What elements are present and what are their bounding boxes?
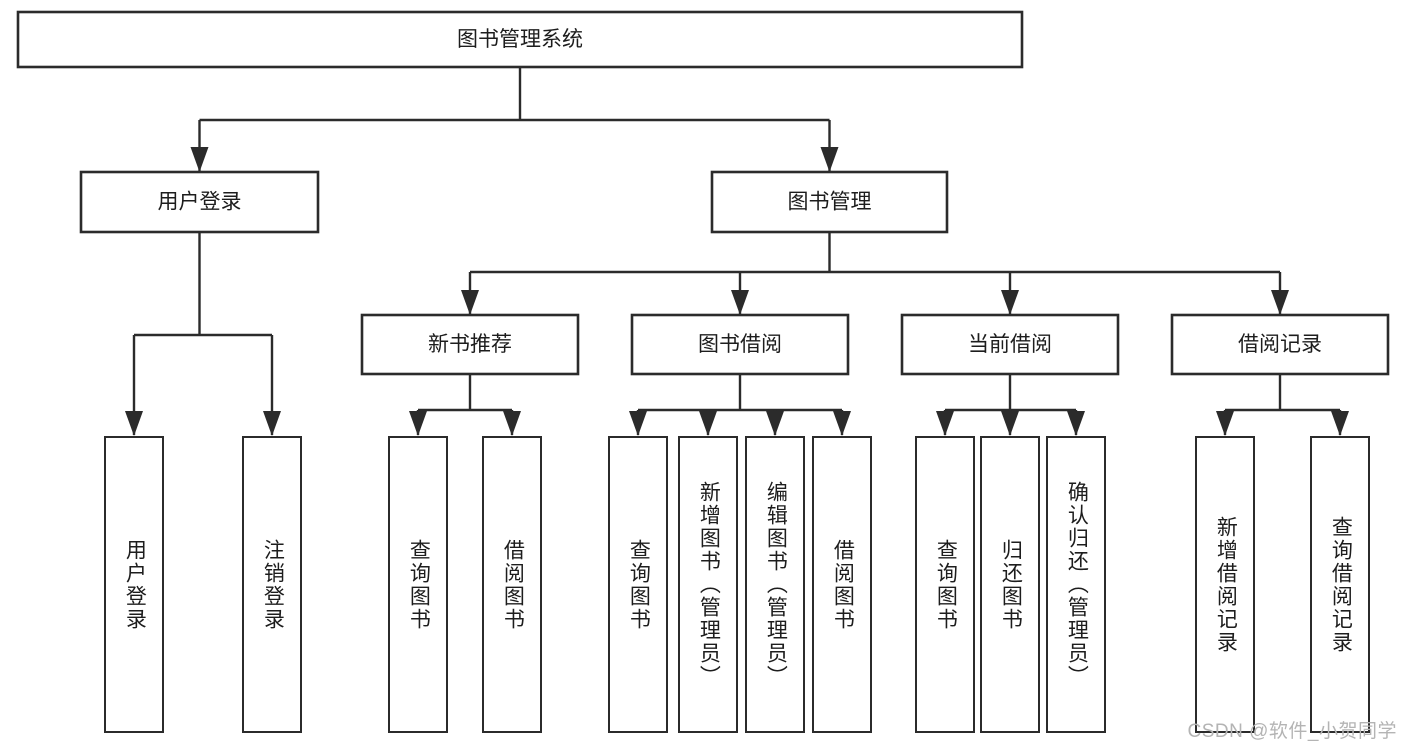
arrow-head-icon	[503, 411, 521, 436]
arrow-head-icon	[1271, 290, 1289, 315]
node-leaf-10[interactable]: 确认归还（管理员）	[1046, 436, 1106, 733]
arrow-head-icon	[699, 411, 717, 436]
node-level2-2[interactable]	[900, 313, 1120, 376]
node-level1-1[interactable]	[710, 170, 949, 234]
connectors-layer	[125, 67, 1349, 436]
node-level2-1-label: 图书借阅	[698, 333, 782, 356]
node-leaf-2-label: 查询图书	[407, 538, 431, 631]
node-leaf-5-label: 新增图书（管理员）	[697, 481, 721, 688]
node-leaf-12-label: 查询借阅记录	[1329, 515, 1353, 654]
node-root-label: 图书管理系统	[457, 28, 583, 51]
arrow-head-icon	[125, 411, 143, 436]
node-leaf-3[interactable]: 借阅图书	[482, 436, 542, 733]
node-level2-0-label: 新书推荐	[428, 333, 512, 356]
arrow-head-icon	[263, 411, 281, 436]
arrow-head-icon	[190, 147, 209, 172]
node-level2-3-label: 借阅记录	[1238, 333, 1322, 356]
arrow-head-icon	[936, 411, 954, 436]
node-leaf-9-label: 归还图书	[999, 538, 1023, 631]
arrow-head-icon	[833, 411, 851, 436]
arrow-head-icon	[1067, 411, 1085, 436]
node-leaf-7-label: 借阅图书	[831, 538, 855, 631]
node-level2-0[interactable]	[360, 313, 580, 376]
node-level1-0-label: 用户登录	[158, 191, 242, 214]
node-leaf-6[interactable]: 编辑图书（管理员）	[745, 436, 805, 733]
node-leaf-2[interactable]: 查询图书	[388, 436, 448, 733]
arrow-head-icon	[1001, 290, 1019, 315]
arrow-head-icon	[766, 411, 784, 436]
arrow-head-icon	[820, 147, 839, 172]
arrow-head-icon	[629, 411, 647, 436]
node-leaf-3-label: 借阅图书	[501, 538, 525, 631]
node-leaf-8-label: 查询图书	[934, 538, 958, 631]
node-level2-2-label: 当前借阅	[968, 333, 1052, 356]
arrow-head-icon	[731, 290, 749, 315]
node-leaf-9[interactable]: 归还图书	[980, 436, 1040, 733]
node-level1-0[interactable]	[79, 170, 320, 234]
arrow-head-icon	[409, 411, 427, 436]
node-leaf-4[interactable]: 查询图书	[608, 436, 668, 733]
node-leaf-0[interactable]: 用户登录	[104, 436, 164, 733]
arrow-head-icon	[461, 290, 479, 315]
node-leaf-7[interactable]: 借阅图书	[812, 436, 872, 733]
node-level2-1[interactable]	[630, 313, 850, 376]
node-leaf-11[interactable]: 新增借阅记录	[1195, 436, 1255, 733]
node-leaf-0-label: 用户登录	[123, 538, 147, 631]
boxes-layer	[16, 10, 1390, 376]
node-root[interactable]	[16, 10, 1024, 69]
node-leaf-11-label: 新增借阅记录	[1214, 515, 1238, 654]
node-leaf-1-label: 注销登录	[261, 538, 285, 631]
node-level2-3[interactable]	[1170, 313, 1390, 376]
node-leaf-10-label: 确认归还（管理员）	[1065, 481, 1089, 688]
node-leaf-8[interactable]: 查询图书	[915, 436, 975, 733]
csdn-watermark: CSDN @软件_小贺同学	[1187, 721, 1397, 742]
arrow-head-icon	[1216, 411, 1234, 436]
node-leaf-12[interactable]: 查询借阅记录	[1310, 436, 1370, 733]
arrow-head-icon	[1001, 411, 1019, 436]
node-leaf-1[interactable]: 注销登录	[242, 436, 302, 733]
node-level1-1-label: 图书管理	[788, 191, 872, 214]
node-leaf-4-label: 查询图书	[627, 538, 651, 631]
node-leaf-5[interactable]: 新增图书（管理员）	[678, 436, 738, 733]
node-leaf-6-label: 编辑图书（管理员）	[764, 481, 788, 688]
arrow-head-icon	[1331, 411, 1349, 436]
